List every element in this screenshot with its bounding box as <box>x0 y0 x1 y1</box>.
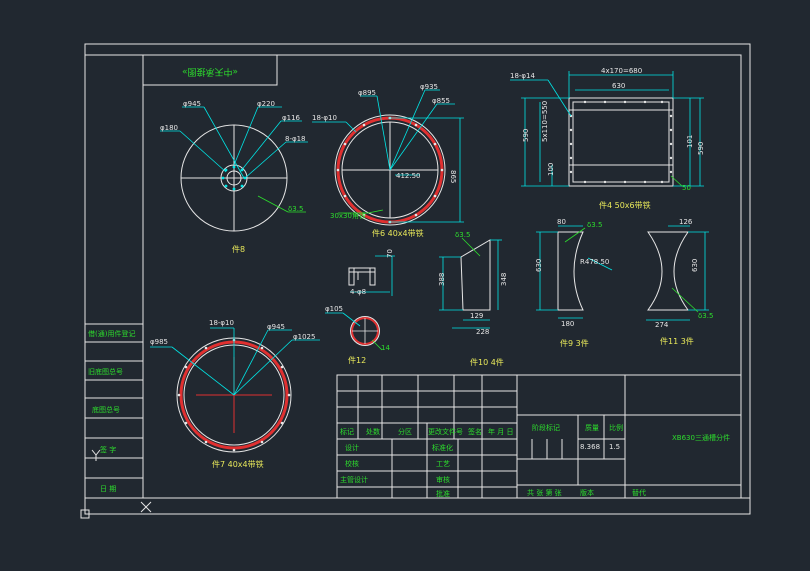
tb-sheets: 共 张 第 张 <box>527 488 562 497</box>
dim-p7-d3: φ985 <box>150 338 168 346</box>
dim-p4-h1: 590 <box>522 129 530 142</box>
label-part-10: 件10 4件 <box>470 357 504 367</box>
dim-p6-angle: 30x30角铁 <box>330 211 366 220</box>
dim-p4-h2: 5x110=550 <box>541 101 549 142</box>
dim-p7-d1: 18-φ10 <box>209 319 234 327</box>
dim-p7-d4: φ1025 <box>293 333 315 341</box>
tb-r-std: 标准化 <box>432 443 453 452</box>
dim-p6-d4: 18-φ10 <box>312 114 337 122</box>
dim-p12-h: 70 <box>386 249 394 258</box>
tb-h-count: 处数 <box>366 427 380 436</box>
dim-p8-thk: δ3.5 <box>288 205 303 213</box>
dim-p6-d2: φ935 <box>420 83 438 91</box>
label-part-7: 件7 40x4带铁 <box>212 459 264 469</box>
side-registration-table: 借(通)用件登记 旧底图总号 底图总号 签 字 日 期 <box>84 323 144 499</box>
tb-r-check: 校核 <box>345 459 359 468</box>
dim-p9-h: 630 <box>535 259 543 272</box>
dim-p8-d4: 8-φ18 <box>285 135 306 143</box>
outer-border <box>84 43 751 515</box>
tb-r-lead: 主管设计 <box>340 475 368 484</box>
label-part-11: 件11 3件 <box>660 336 694 346</box>
tb-h-mark: 标记 <box>340 427 354 436</box>
part-6: φ895 φ935 φ855 18-φ10 412.50 865 30x30角铁… <box>312 83 464 238</box>
part-4: 4x170=680 630 18-φ14 590 5x110=550 100 1… <box>510 67 705 210</box>
part-10: δ3.5 388 348 129 228 件10 4件 <box>438 231 508 367</box>
dim-p4-w2: 630 <box>612 82 625 90</box>
dim-p11-h: 630 <box>691 259 699 272</box>
dim-p8-d2: φ220 <box>257 100 275 108</box>
dim-p10-h2: 348 <box>500 273 508 286</box>
dim-p4-h5: 590 <box>697 142 705 155</box>
dim-p12-d: φ105 <box>325 305 343 313</box>
title-block: 标记 处数 分区 更改文件号 签名 年 月 日 设计 校核 主管设计 标准化 工… <box>336 374 742 499</box>
side-row-3: 签 字 <box>100 445 116 454</box>
dim-p12-thk: 14 <box>381 344 390 352</box>
drawing-frame <box>84 43 751 515</box>
dim-p10-w1: 129 <box>470 312 483 320</box>
dim-p4-w1: 4x170=680 <box>601 67 642 75</box>
label-part-6: 件6 40x4带铁 <box>372 228 424 238</box>
dim-p7-d2: φ945 <box>267 323 285 331</box>
tb-scale: 1.5 <box>609 443 620 451</box>
dim-p6-h: 865 <box>449 170 457 183</box>
stamp: «中天承接图» <box>142 54 278 86</box>
tb-h-zone: 分区 <box>398 427 412 436</box>
dim-p11-b: 274 <box>655 321 669 329</box>
dim-p11-w: 126 <box>679 218 693 226</box>
part-9: 80 δ3.5 R478.50 630 180 件9 3件 <box>535 218 613 348</box>
tb-h-date: 年 月 日 <box>488 427 513 436</box>
dim-p10-h1: 388 <box>438 273 446 286</box>
tb-r-approve: 批准 <box>436 489 450 498</box>
dim-p6-d3: φ855 <box>432 97 450 105</box>
label-part-9: 件9 3件 <box>560 338 589 348</box>
part-7: 18-φ10 φ945 φ985 φ1025 件7 40x4带铁 <box>150 319 320 469</box>
tb-h-scale: 比例 <box>609 423 623 432</box>
dim-p9-r: R478.50 <box>580 258 609 266</box>
dim-p9-thk: δ3.5 <box>587 221 602 229</box>
dim-p10-w2: 228 <box>476 328 489 336</box>
side-row-4: 日 期 <box>100 485 116 493</box>
side-row-2: 底图总号 <box>92 405 120 414</box>
part-12-circle: φ105 14 件12 <box>325 305 390 365</box>
part-11: 126 630 274 δ3.5 件11 3件 <box>646 218 713 346</box>
tb-h-docno: 更改文件号 <box>428 427 463 436</box>
dim-p6-r: 412.50 <box>396 172 421 180</box>
tb-r-craft: 工艺 <box>436 460 450 468</box>
dim-p9-w: 80 <box>557 218 566 226</box>
label-part-4: 件4 50x6带铁 <box>599 200 651 210</box>
tb-h-weight: 质量 <box>585 423 599 432</box>
dim-p4-h3: 100 <box>547 163 555 176</box>
dim-p8-d5: φ180 <box>160 124 178 132</box>
dim-p10-thk: δ3.5 <box>455 231 470 239</box>
tb-version: 版本 <box>580 488 594 497</box>
tb-weight: 8.368 <box>580 443 600 451</box>
dim-p11-thk: δ3.5 <box>698 312 713 320</box>
tb-drawing-name: XB630三通槽分件 <box>672 433 730 442</box>
tb-r-review: 审核 <box>436 475 450 484</box>
tb-h-sign: 签名 <box>468 427 482 436</box>
part-8: φ945 φ220 φ116 8-φ18 φ180 δ3.5 件8 <box>160 100 308 254</box>
tb-r-design: 设计 <box>345 443 359 452</box>
label-part-8: 件8 <box>232 244 245 254</box>
dim-p8-d1: φ945 <box>183 100 201 108</box>
dim-p6-d1: φ895 <box>358 89 376 97</box>
stamp-text: «中天承接图» <box>182 66 238 78</box>
label-part-12: 件12 <box>348 355 366 365</box>
dim-p12-hole: 4-φ8 <box>350 288 366 296</box>
side-row-0: 借(通)用件登记 <box>88 329 135 338</box>
side-row-1: 旧底图总号 <box>88 367 123 376</box>
part-12: 70 4-φ8 <box>348 249 395 296</box>
dim-p4-h6: 50 <box>682 184 691 192</box>
dim-p9-b: 180 <box>561 320 574 328</box>
dim-p4-d1: 18-φ14 <box>510 72 536 80</box>
tb-h-stage: 阶段标记 <box>532 423 560 432</box>
ucs-icon <box>80 449 152 519</box>
tb-replace: 替代 <box>632 488 646 497</box>
dim-p8-d3: φ116 <box>282 114 301 122</box>
dim-p4-h4: 101 <box>686 135 694 148</box>
